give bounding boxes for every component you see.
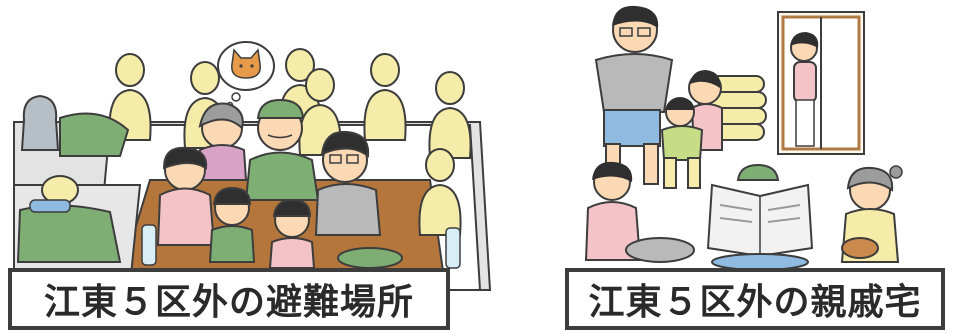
woman-in-doorway [790,32,819,147]
cushion [337,247,403,269]
man-reading-newspaper [706,163,814,271]
silhouette-person [418,148,462,236]
woman-folding-laundry [584,161,695,263]
sleeping-person [16,175,122,263]
water-bottle-icon [141,224,157,266]
father-with-glasses [314,130,382,236]
backpack-icon [20,94,60,151]
child-girl [208,186,256,263]
cat-thought-bubble [217,41,275,109]
silhouette-person [363,53,407,141]
glasses-icon [619,27,633,37]
relative-home-scene [584,5,903,271]
blanket [59,112,130,157]
grandfather [244,98,320,201]
mother [156,146,216,246]
grandmother [198,102,248,181]
silhouette-person [428,71,472,159]
glasses-icon [329,154,342,164]
cat-icon [231,48,261,79]
caption-relative-home: 江東５区外の親戚宅 [565,268,945,330]
standing-man [594,5,674,185]
cat-icon [841,237,879,259]
girl-carrying-child [660,70,723,189]
shelter-scene [13,41,492,291]
child-boy [268,198,316,269]
grandmother-with-cat [840,165,903,263]
caption-evacuation-shelter: 江東５区外の避難場所 [8,268,450,330]
water-bottle-icon [445,227,461,269]
